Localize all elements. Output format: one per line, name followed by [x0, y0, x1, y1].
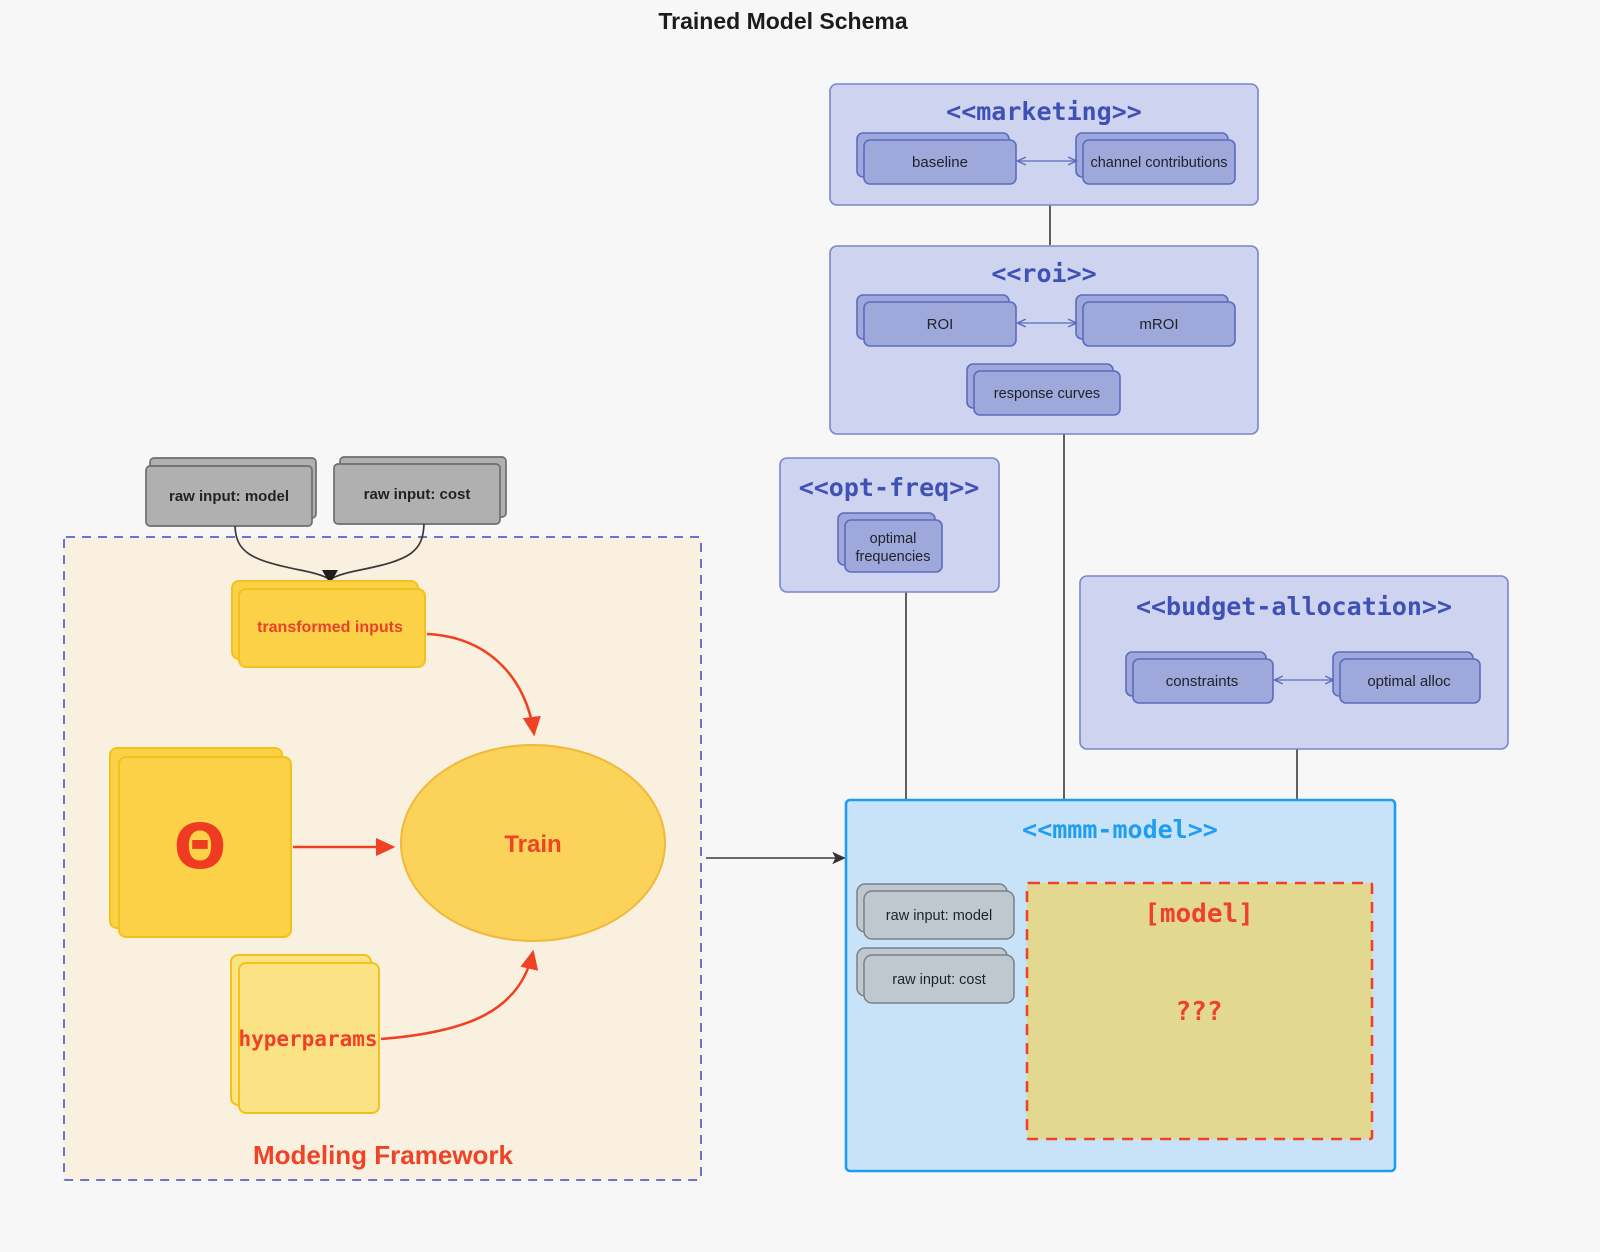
arrow-rawcost-to-transformed [332, 523, 425, 579]
mmm-raw-input-model[interactable]: raw input: model [856, 883, 1015, 940]
package-marketing-title: <<marketing>> [946, 97, 1142, 126]
node-response-curves-label: response curves [994, 386, 1100, 402]
mmm-raw-input-cost[interactable]: raw input: cost [856, 947, 1015, 1004]
node-hyperparams-card [238, 962, 380, 1114]
mmm-raw-input-model-card [863, 890, 1015, 940]
node-optimal-frequencies-label-line1: optimal [870, 531, 917, 547]
node-train-ellipse [400, 744, 666, 942]
node-transformed-inputs[interactable]: transformed inputs [231, 580, 426, 668]
node-baseline-card [863, 139, 1017, 185]
arrow-rawmodel-to-transformed [234, 525, 328, 579]
raw-input-cost-card [333, 463, 501, 525]
mmm-raw-input-cost-label: raw input: cost [892, 972, 986, 988]
node-roi[interactable]: ROI [856, 294, 1017, 347]
package-opt-freq[interactable]: <<opt-freq>> optimal frequencies [779, 457, 1000, 593]
node-optimal-frequencies-label-line2: frequencies [856, 549, 931, 565]
node-train-label: Train [504, 831, 561, 858]
mmm-model-box[interactable]: [model] ??? [1025, 881, 1374, 1141]
mmm-raw-input-model-label: raw input: model [886, 908, 992, 924]
node-transformed-inputs-label: transformed inputs [257, 619, 403, 636]
node-train[interactable]: Train [400, 744, 666, 942]
modeling-framework-caption: Modeling Framework [253, 1140, 514, 1170]
node-optimal-frequencies-card [844, 519, 943, 573]
node-theta-label: Θ [174, 810, 227, 883]
package-budget-allocation[interactable]: <<budget-allocation>> constraints optima… [1079, 575, 1509, 750]
node-mroi-card [1082, 301, 1236, 347]
package-connectors [706, 205, 1298, 865]
page-title: Trained Model Schema [658, 8, 907, 34]
node-roi-card [863, 301, 1017, 347]
arrowhead-to-transformed [322, 570, 338, 584]
node-channel-contributions-card [1082, 139, 1236, 185]
node-optimal-alloc[interactable]: optimal alloc [1332, 651, 1481, 704]
package-budget-allocation-title: <<budget-allocation>> [1136, 592, 1452, 621]
node-channel-contributions-label: channel contributions [1090, 155, 1227, 171]
node-constraints-card [1132, 658, 1274, 704]
modeling-framework-border [63, 536, 702, 1181]
raw-input-model-label: raw input: model [169, 488, 289, 505]
mmm-model-box-body: ??? [1176, 997, 1223, 1027]
package-budget-allocation-body [1079, 575, 1509, 750]
node-hyperparams[interactable]: hyperparams [230, 954, 380, 1114]
node-transformed-inputs-card [238, 588, 426, 668]
mmm-model-box-frame [1025, 881, 1374, 1141]
node-mroi-label: mROI [1139, 316, 1178, 333]
node-mroi[interactable]: mROI [1075, 294, 1236, 347]
node-optimal-alloc-label: optimal alloc [1367, 673, 1451, 690]
arrow-transformed-to-train [426, 632, 541, 737]
modeling-framework-region[interactable]: Modeling Framework [63, 536, 702, 1181]
node-optimal-frequencies[interactable]: optimal frequencies [837, 512, 943, 573]
package-roi[interactable]: <<roi>> ROI mROI response curves [829, 245, 1259, 435]
node-theta[interactable]: Θ [109, 747, 292, 938]
raw-input-cost-label: raw input: cost [364, 486, 471, 503]
package-mmm-model-title: <<mmm-model>> [1022, 815, 1218, 844]
node-constraints[interactable]: constraints [1125, 651, 1274, 704]
node-baseline[interactable]: baseline [856, 132, 1017, 185]
node-response-curves[interactable]: response curves [966, 363, 1121, 416]
package-roi-title: <<roi>> [991, 259, 1096, 288]
raw-input-model[interactable]: raw input: model [145, 457, 317, 527]
package-mmm-model[interactable]: <<mmm-model>> raw input: model raw input… [844, 798, 1397, 1173]
node-hyperparams-label: hyperparams [238, 1027, 377, 1051]
node-response-curves-card [973, 370, 1121, 416]
node-channel-contributions[interactable]: channel contributions [1075, 132, 1236, 185]
node-baseline-label: baseline [912, 154, 968, 171]
package-opt-freq-title: <<opt-freq>> [799, 473, 980, 502]
arrow-hyperparams-to-train [380, 949, 539, 1041]
node-roi-label: ROI [927, 316, 954, 333]
node-optimal-alloc-card [1339, 658, 1481, 704]
raw-input-cost[interactable]: raw input: cost [333, 456, 507, 525]
raw-input-model-card [145, 465, 313, 527]
mmm-raw-input-cost-card [863, 954, 1015, 1004]
package-marketing[interactable]: <<marketing>> baseline channel contribut… [829, 83, 1259, 206]
node-constraints-label: constraints [1166, 673, 1239, 690]
mmm-model-box-title: [model] [1144, 899, 1254, 929]
node-theta-card [118, 756, 292, 938]
package-roi-body [829, 245, 1259, 435]
